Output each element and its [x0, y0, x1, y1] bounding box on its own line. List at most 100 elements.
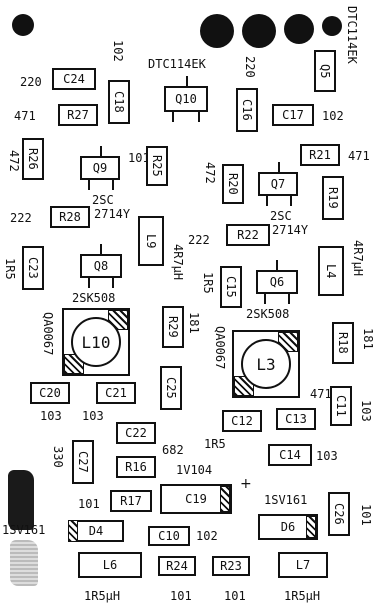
resistor-r17: R17: [110, 490, 152, 512]
r28-label: R28: [59, 210, 81, 224]
l10-label: L10: [81, 332, 111, 352]
q7-pin: [290, 196, 292, 206]
d6-type: 1SV161: [264, 493, 308, 507]
inductor-l7: L7: [278, 552, 328, 578]
q8-pin: [112, 278, 114, 288]
r27-value: 471: [14, 109, 36, 123]
c25-label: C25: [164, 377, 178, 399]
d4-cathode-band: [68, 520, 78, 542]
l4-label: L4: [324, 263, 338, 279]
c11-value-b: 103: [359, 400, 373, 422]
c19-value: 1V104: [176, 463, 213, 477]
c10-value: 102: [196, 529, 218, 543]
mounting-hole: [200, 14, 234, 48]
l9-label: L9: [144, 233, 158, 249]
c22-label: C22: [125, 426, 147, 440]
transistor-q5: Q5: [314, 50, 336, 92]
resistor-r19: R19: [322, 176, 344, 220]
resistor-r27: R27: [58, 104, 98, 126]
r18-label: R18: [336, 332, 350, 354]
q6-label: Q6: [269, 275, 285, 289]
q9-label: Q9: [92, 161, 108, 175]
q10-pin: [172, 112, 174, 122]
r20-value: 472: [203, 162, 217, 184]
c20-value: 103: [40, 409, 62, 423]
c20-label: C20: [39, 386, 61, 400]
r29-label: R29: [166, 316, 180, 338]
q8-type: 2SK508: [72, 291, 116, 305]
l6-label: L6: [102, 558, 118, 572]
resistor-r24: R24: [158, 556, 196, 576]
capacitor-c27: C27: [72, 440, 94, 484]
capacitor-c26: C26: [328, 492, 350, 536]
resistor-r16: R16: [116, 456, 156, 478]
q8-pin: [88, 278, 90, 288]
c14-value: 103: [316, 449, 338, 463]
c24-label: C24: [63, 72, 85, 86]
coil-l10-core: L10: [71, 317, 121, 367]
transistor-q10: Q10: [164, 86, 208, 112]
q6-type: 2SK508: [246, 307, 290, 321]
resistor-r26: R26: [22, 138, 44, 180]
r25-label: R25: [150, 155, 164, 177]
c24-value: 220: [20, 75, 42, 89]
c13-label: C13: [285, 412, 307, 426]
c12-label: C12: [231, 414, 253, 428]
q6-pin: [276, 260, 278, 270]
r26-label: R26: [26, 148, 40, 170]
l3-type: QA0067: [213, 326, 227, 370]
transistor-q9: Q9: [80, 156, 120, 180]
r23-label: R23: [220, 559, 242, 573]
c12-value: 1R5: [204, 437, 226, 451]
l7-label: L7: [295, 558, 311, 572]
c15-label: C15: [224, 276, 238, 298]
capacitor-c18: C18: [108, 80, 130, 124]
c17-label: C17: [282, 108, 304, 122]
c27-label: C27: [76, 451, 90, 473]
r27-label: R27: [67, 108, 89, 122]
l6-value: 1R5μH: [84, 589, 121, 603]
r26-value: 472: [7, 150, 21, 172]
capacitor-c12: C12: [222, 410, 262, 432]
q10-label: Q10: [175, 92, 197, 106]
coil-l3-core: L3: [241, 339, 291, 389]
q8-pin: [100, 244, 102, 254]
r28-value: 222: [10, 211, 32, 225]
coil-l3: L3: [232, 330, 300, 398]
q10-type: DTC114EK: [148, 57, 206, 71]
polarity-plus-icon: +: [240, 476, 252, 492]
r24-label: R24: [166, 559, 188, 573]
q7-type-line1: 2SC: [270, 209, 292, 223]
d4-type: 1SV161: [2, 523, 46, 537]
capacitor-c15: C15: [220, 266, 242, 308]
d4-label: D4: [88, 524, 104, 538]
ground-pad: [8, 470, 34, 530]
c19-label: C19: [185, 492, 207, 506]
c23-value: 1R5: [3, 258, 17, 280]
c26-value: 101: [359, 504, 373, 526]
c11-value-a: 471: [310, 387, 332, 401]
l7-value: 1R5μH: [284, 589, 321, 603]
c17-value: 102: [322, 109, 344, 123]
resistor-r22: R22: [226, 224, 270, 246]
resistor-r25: R25: [146, 146, 168, 186]
r21-label: R21: [309, 148, 331, 162]
capacitor-c20: C20: [30, 382, 70, 404]
resistor-r29: R29: [162, 306, 184, 348]
r25-value: 101: [128, 151, 150, 165]
r22-label: R22: [237, 228, 259, 242]
capacitor-c21: C21: [96, 382, 136, 404]
q9-type-line1: 2SC: [92, 193, 114, 207]
d6-cathode-band: [306, 516, 316, 538]
c16-label: C16: [240, 99, 254, 121]
inductor-l6: L6: [78, 552, 142, 578]
q10-pin: [186, 76, 188, 86]
c19-polarity-band: [220, 486, 230, 512]
r22-value: 222: [188, 233, 210, 247]
q5-type: DTC114EK: [345, 6, 359, 64]
capacitor-c14: C14: [268, 444, 312, 466]
l10-type: QA0067: [41, 312, 55, 356]
q6-pin: [288, 294, 290, 304]
c26-label: C26: [332, 503, 346, 525]
c27-value: 330: [51, 446, 65, 468]
